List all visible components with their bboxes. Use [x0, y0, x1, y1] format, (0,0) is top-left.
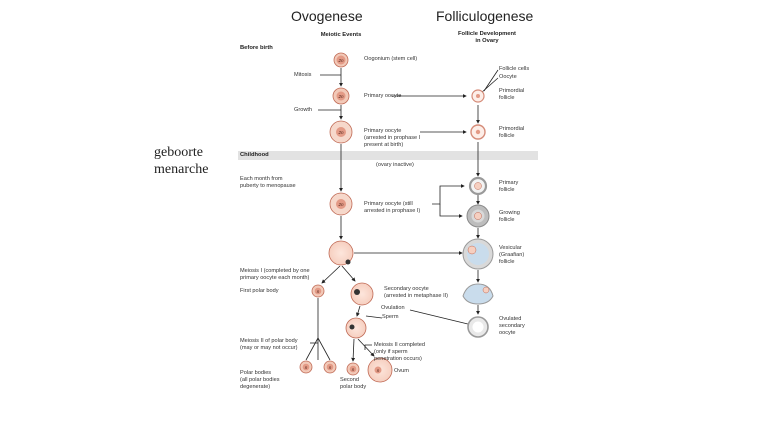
glyph-n-2: n: [305, 365, 308, 370]
label-polar-bodies-2: (all polar bodies: [240, 377, 280, 383]
cell-primary-oocyte-1: [332, 87, 350, 105]
label-ovulation: Ovulation: [381, 305, 405, 311]
label-polar-bodies-1: Polar bodies: [240, 370, 272, 376]
label-primary-arrested-3: present at birth): [364, 142, 404, 148]
label-primary-oocyte: Primary oocyte: [364, 93, 402, 99]
label-secondary-oocyte-1: Secondary oocyte: [384, 286, 429, 292]
side-label-geboorte: geboorte: [154, 145, 203, 160]
side-label-menarche: menarche: [154, 162, 209, 177]
label-meiosis2-done-3: penetration occurs): [374, 356, 422, 362]
period-childhood: Childhood: [240, 152, 269, 158]
cell-first-polar-body: [311, 284, 325, 298]
period-monthly-1: Each month from: [240, 176, 283, 182]
label-primary-arrested-2: (arrested in prophase I: [364, 135, 421, 141]
glyph-n-1: n: [317, 289, 320, 294]
cell-primary-oocyte-2: [329, 120, 353, 144]
label-sperm: Sperm: [382, 314, 399, 320]
label-primary-arrested-1: Primary oocyte: [364, 128, 402, 134]
label-ovulated-2: secondary: [499, 323, 525, 329]
label-meiosis2-polar-1: Meiosis II of polar body: [240, 338, 298, 344]
label-primary-follicle-2: follicle: [499, 187, 515, 193]
glyph-2n-3: 2n: [337, 130, 344, 135]
glyph-n-4: n: [352, 367, 355, 372]
label-primary-still-2: arrested in prophase I): [364, 208, 421, 214]
glyph-n-3: n: [329, 365, 332, 370]
title-in-ovary: in Ovary: [475, 38, 499, 44]
follicle-vesicular: [462, 238, 494, 270]
cell-dividing-oocyte: [328, 240, 354, 266]
label-vesicular-2: (Graafian): [499, 252, 525, 258]
glyph-2n-2: 2n: [337, 94, 344, 99]
label-growing-2: follicle: [499, 217, 515, 223]
cell-polar-body-b: [323, 360, 337, 374]
label-meiosis1-2: primary oocyte each month): [240, 275, 310, 281]
label-meiosis1-1: Meiosis I (completed by one: [240, 268, 310, 274]
cell-ovum: [367, 357, 393, 383]
label-primordial-2: follicle: [499, 95, 515, 101]
label-first-polar-body: First polar body: [240, 288, 279, 294]
heading-folliculogenese: Folliculogenese: [436, 8, 534, 24]
label-oogonium: Oogonium (stem cell): [364, 56, 418, 62]
follicle-ovulated-oocyte: [467, 316, 489, 338]
cell-fertilized-oocyte: [345, 317, 367, 339]
label-primary-still-1: Primary oocyte (still: [364, 201, 413, 207]
glyph-2n-4: 2n: [337, 202, 344, 207]
label-primary-follicle-1: Primary: [499, 180, 519, 186]
follicle-ruptured: [462, 283, 494, 305]
label-growth: Growth: [294, 107, 313, 113]
glyph-n-5: n: [377, 368, 380, 373]
cell-polar-body-a: [299, 360, 313, 374]
cell-primary-oocyte-3: [329, 192, 353, 216]
follicle-primordial-2: [470, 124, 486, 140]
follicle-primordial-1: [471, 89, 485, 103]
label-ovulated-1: Ovulated: [499, 316, 522, 322]
label-meiosis2-done-2: (only if sperm: [374, 349, 408, 355]
title-follicle-development: Follicle Development: [458, 31, 516, 37]
label-vesicular-3: follicle: [499, 259, 515, 265]
label-mitosis: Mitosis: [294, 72, 312, 78]
label-primordial-b1: Primordial: [499, 126, 525, 132]
childhood-band: [238, 151, 538, 160]
label-primordial-1: Primordial: [499, 88, 525, 94]
title-meiotic-events: Meiotic Events: [320, 32, 362, 38]
follicle-primary: [468, 176, 488, 196]
cell-second-polar-body: [346, 362, 360, 376]
label-meiosis2-polar-2: (may or may not occur): [240, 345, 298, 351]
label-vesicular-1: Vesicular: [499, 245, 522, 251]
label-ovum: Ovum: [394, 368, 409, 374]
label-growing-1: Growing: [499, 210, 520, 216]
period-before-birth: Before birth: [240, 45, 273, 51]
cell-secondary-oocyte: [350, 282, 374, 306]
label-secondary-oocyte-2: (arrested in metaphase II): [384, 293, 449, 299]
label-second-polar-2: polar body: [340, 384, 367, 390]
period-monthly-2: puberty to menopause: [240, 183, 296, 189]
heading-ovogenese: Ovogenese: [291, 8, 363, 24]
label-ovary-inactive: (ovary inactive): [376, 162, 414, 168]
glyph-2n-1: 2n: [337, 58, 344, 63]
label-meiosis2-done-1: Meiosis II completed: [374, 342, 425, 348]
label-polar-bodies-3: degenerate): [240, 384, 271, 390]
follicle-growing: [466, 204, 490, 228]
label-second-polar-1: Second: [340, 377, 359, 383]
label-follicle-cells: Follicle cells: [499, 66, 530, 72]
label-ovulated-3: oocyte: [499, 330, 516, 336]
label-primordial-b2: follicle: [499, 133, 515, 139]
cell-oogonium: [333, 52, 349, 68]
label-oocyte: Oocyte: [499, 74, 517, 80]
